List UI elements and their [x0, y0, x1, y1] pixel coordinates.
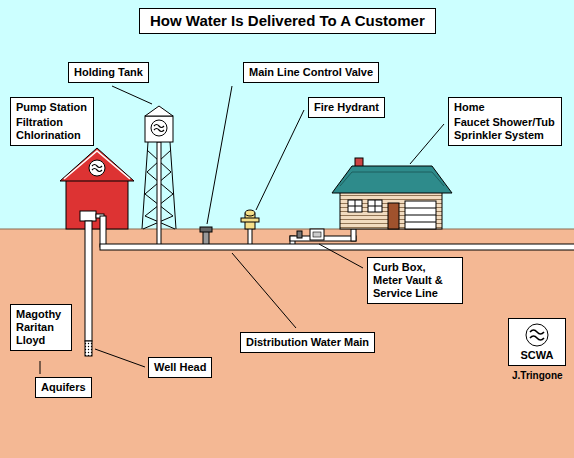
scwa-logo [524, 322, 550, 348]
diagram-title: How Water Is Delivered To A Customer [139, 8, 436, 34]
callout-box: Well Head [148, 357, 212, 378]
label-text: Magothy Raritan Lloyd [16, 308, 66, 347]
water-main [100, 244, 574, 250]
label-body: Filtration Chlorination [16, 116, 88, 142]
label-text: Holding Tank [74, 66, 143, 79]
callout-box: Aquifers [35, 377, 92, 398]
callout-box: Fire Hydrant [308, 97, 385, 118]
label-text: Aquifers [41, 381, 86, 394]
label-text: Well Head [154, 361, 206, 374]
logo-box: SCWA [508, 318, 566, 366]
control-valve [200, 227, 212, 245]
callout-box: Magothy Raritan Lloyd [10, 304, 72, 351]
home [332, 158, 452, 229]
callout-box: Distribution Water Main [240, 332, 375, 353]
callout-box: Holding Tank [68, 62, 149, 83]
callout-box: HomeFaucet Shower/Tub Sprinkler System [448, 97, 562, 146]
sky [0, 0, 574, 229]
label-text: Pump Station [16, 101, 88, 114]
label-text: Main Line Control Valve [249, 66, 373, 79]
credit-text: J.Tringone [512, 370, 563, 382]
service-line [290, 229, 356, 245]
label-text: Curb Box, Meter Vault & Service Line [373, 261, 457, 300]
leader-lines [40, 86, 444, 374]
label-body: Faucet Shower/Tub Sprinkler System [454, 116, 556, 142]
label-text: SCWA [514, 349, 560, 362]
label-text: Home [454, 101, 556, 114]
holding-tank [142, 106, 176, 245]
callout-box: Main Line Control Valve [243, 62, 379, 83]
well-pipe [85, 214, 106, 356]
fire-hydrant [241, 210, 259, 245]
label-text: Distribution Water Main [246, 336, 369, 349]
pump-station [60, 148, 134, 229]
label-text: Fire Hydrant [314, 101, 379, 114]
callout-box: Curb Box, Meter Vault & Service Line [367, 257, 463, 304]
callout-box: Pump StationFiltration Chlorination [10, 97, 94, 146]
